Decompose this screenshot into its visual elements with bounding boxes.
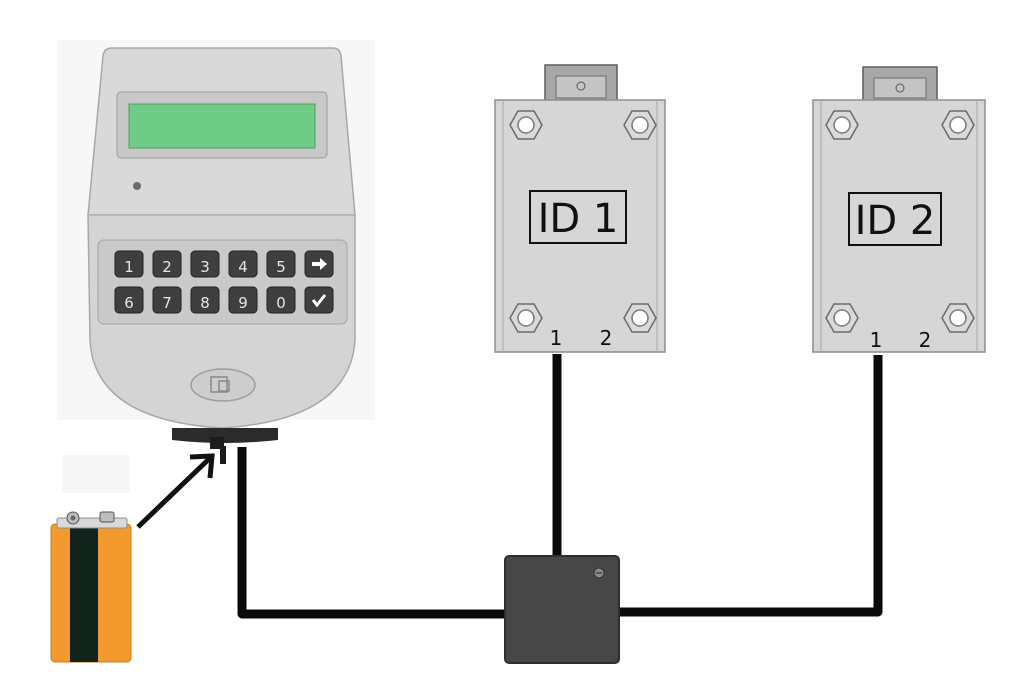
key-2[interactable]: 2 (152, 250, 182, 278)
key-label: 5 (276, 258, 286, 276)
battery-9v (50, 455, 132, 663)
lock-2: ID 2 1 2 (812, 66, 986, 353)
cables (237, 354, 883, 619)
lock-1-id-label: ID 1 (538, 196, 619, 242)
key-label: 7 (162, 294, 172, 312)
status-led (133, 182, 141, 190)
lock-1: ID 1 1 2 (494, 64, 666, 353)
lock-2-pin-left: 1 (870, 328, 883, 352)
lock-1-pin-left: 1 (550, 326, 563, 350)
key-label: 9 (238, 294, 248, 312)
keypad-keys: 1 2 3 4 5 6 7 8 9 0 (114, 250, 334, 314)
key-label: 0 (276, 294, 286, 312)
battery-band (70, 524, 98, 662)
lock-2-id-label: ID 2 (855, 198, 936, 244)
key-7[interactable]: 7 (152, 286, 182, 314)
key-0[interactable]: 0 (266, 286, 296, 314)
key-1[interactable]: 1 (114, 250, 144, 278)
keypad-unit: 1 2 3 4 5 6 7 8 9 0 (57, 40, 375, 464)
key-label: 8 (200, 294, 210, 312)
key-label: 2 (162, 258, 172, 276)
logo-emblem (190, 368, 256, 402)
enter-key[interactable] (304, 250, 334, 278)
junction-box (504, 555, 620, 664)
key-4[interactable]: 4 (228, 250, 258, 278)
key-label: 1 (124, 258, 134, 276)
key-6[interactable]: 6 (114, 286, 144, 314)
cable-keypad-to-junction (237, 447, 508, 619)
key-5[interactable]: 5 (266, 250, 296, 278)
battery-port (172, 428, 278, 443)
lcd-display (128, 103, 316, 149)
arrow-battery-to-keypad (136, 453, 215, 529)
checkmark-icon (311, 294, 327, 308)
battery-terminal-pos (99, 511, 115, 523)
key-9[interactable]: 9 (228, 286, 258, 314)
key-label: 6 (124, 294, 134, 312)
lock-2-pin-right: 2 (919, 328, 932, 352)
key-8[interactable]: 8 (190, 286, 220, 314)
confirm-key[interactable] (304, 286, 334, 314)
cable-junction-to-lock-2 (618, 355, 883, 617)
key-3[interactable]: 3 (190, 250, 220, 278)
lock-1-pin-right: 2 (600, 326, 613, 350)
key-label: 4 (238, 258, 248, 276)
arrow-right-icon (312, 258, 327, 270)
key-label: 3 (200, 258, 210, 276)
